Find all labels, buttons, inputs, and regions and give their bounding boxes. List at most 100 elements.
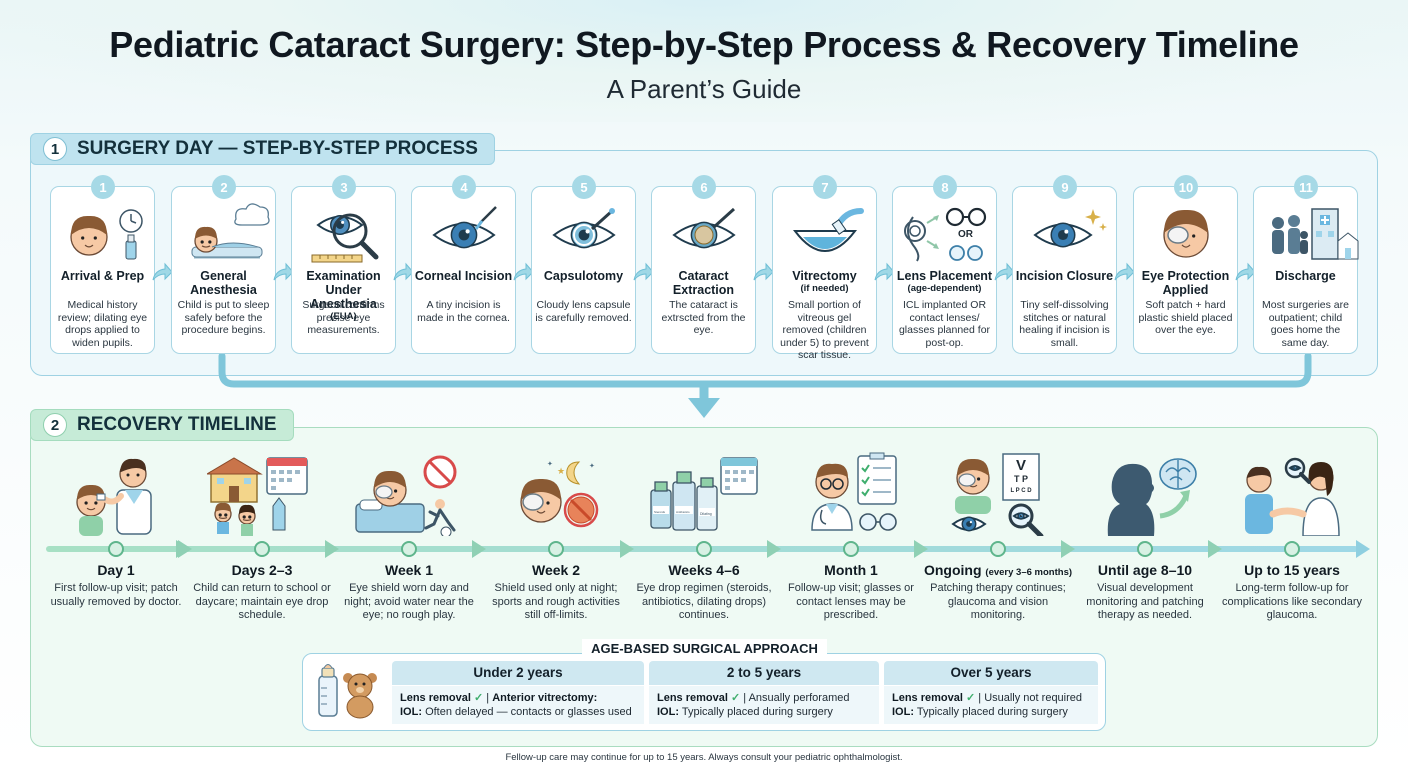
step-title-note: (EUA)	[330, 311, 357, 322]
age-line-1-text: Usually not required	[984, 692, 1083, 704]
timeline-arrow	[1208, 540, 1222, 558]
step-icon	[1272, 208, 1359, 260]
age-line-1: Lens removal ✓ | Usually not required	[892, 692, 1083, 704]
timeline-dot	[401, 541, 417, 557]
step-icon	[672, 207, 736, 249]
step-icon	[904, 207, 987, 262]
timeline-label: Up to 15 years	[1217, 562, 1367, 578]
age-line-1-text: Ansually perforamed	[748, 692, 850, 704]
step-description: Most surgeries are outpatient; child goe…	[1262, 299, 1349, 349]
step-title-text: Examination Under Anesthesia	[306, 269, 381, 311]
timeline-dot	[108, 541, 124, 557]
timeline-arrow	[620, 540, 634, 558]
step-icon	[311, 213, 379, 263]
step-card-5: 5 Capsulotomy Cloudy lens capsule is car…	[531, 175, 636, 354]
page-title: Pediatric Cataract Surgery: Step-by-Step…	[109, 24, 1299, 65]
timeline-arrow	[914, 540, 928, 558]
lens-removal-label: Lens removal	[400, 692, 471, 704]
step-arrow	[1114, 262, 1135, 281]
timeline-label: Days 2–3	[187, 562, 337, 578]
step-title-text: Discharge	[1275, 269, 1336, 283]
step-icon	[70, 209, 143, 260]
step-number: 4	[452, 175, 476, 199]
step-icon	[1033, 209, 1107, 248]
step-title: Arrival & Prep	[53, 269, 152, 283]
timeline-arrow	[176, 540, 190, 558]
step-title: Capsulotomy	[534, 269, 633, 283]
svg-text:✦: ✦	[547, 460, 553, 468]
step-number: 2	[212, 175, 236, 199]
step-title-text: Incision Closure	[1015, 269, 1114, 283]
age-column-body: Lens removal ✓ | Usually not required IO…	[884, 686, 1098, 724]
timeline-label-text: Week 2	[532, 562, 580, 578]
timeline-dot	[696, 541, 712, 557]
timeline-icon-9	[1245, 457, 1340, 536]
step-title: Lens Placement(age-dependent)	[895, 269, 994, 295]
bottle-label-steroids: Steroids	[654, 510, 666, 514]
bottle-label-dilating: Dilating	[700, 512, 712, 516]
timeline-description: Eye drop regimen (steroids, antibiotics,…	[636, 582, 772, 621]
timeline-icon-6	[811, 452, 897, 531]
step-title: Incision Closure	[1015, 269, 1114, 283]
page-subtitle: A Parent’s Guide	[606, 74, 802, 104]
age-line-2-text: Often delayed — contacts or glasses used	[425, 706, 632, 718]
section-tab-surgery-day: 1 SURGERY DAY — STEP-BY-STEP PROCESS	[30, 133, 495, 165]
step-title: Corneal Incision	[414, 269, 513, 283]
lens-removal-label: Lens removal	[657, 692, 728, 704]
timeline-arrow	[767, 540, 781, 558]
step-description: Medical history review; dilating eye dro…	[57, 299, 148, 349]
eye-chart-line-1: V	[1016, 457, 1026, 474]
step-title: Discharge	[1256, 269, 1355, 283]
step-title-text: Eye Protection Applied	[1141, 269, 1230, 297]
check-icon: ✓	[965, 692, 976, 704]
step-icon	[191, 203, 270, 259]
age-line-1-bold: Anterior vitrectomy:	[492, 692, 598, 704]
age-column-body: Lens removal ✓ | Ansually perforamed IOL…	[649, 686, 879, 724]
timeline-dot	[843, 541, 859, 557]
step-title-text: Vitrectomy	[792, 269, 857, 283]
age-line-1: Lens removal ✓ | Anterior vitrectomy:	[400, 692, 598, 704]
lens-or-label: OR	[958, 229, 973, 240]
check-icon: ✓	[473, 692, 484, 704]
timeline-icon-3	[355, 455, 457, 536]
step-title: Vitrectomy(if needed)	[775, 269, 874, 295]
timeline-arrow	[325, 540, 339, 558]
step-card-2: 2 General Anesthesia Child is put to sle…	[171, 175, 276, 354]
step-title: Eye Protection Applied	[1136, 269, 1235, 297]
timeline-icon-1	[76, 458, 152, 536]
step-icon	[432, 206, 497, 249]
timeline-label-text: Until age 8–10	[1097, 562, 1193, 578]
timeline-label-text: Month 1	[824, 562, 878, 578]
footer-note: Fellow-up care may continue for up to 15…	[505, 752, 903, 763]
timeline-description: Child can return to school or daycare; m…	[193, 582, 331, 621]
eye-chart-line-3: L P C D	[1010, 488, 1032, 494]
step-title-note: (age-dependent)	[907, 283, 982, 294]
step-title-text: Arrival & Prep	[60, 269, 145, 283]
step-title-text: Lens Placement	[896, 269, 993, 283]
step-number: 3	[332, 175, 356, 199]
iol-label: IOL:	[400, 706, 422, 718]
age-column-header: 2 to 5 years	[649, 661, 879, 685]
section-tab-recovery: 2 RECOVERY TIMELINE	[30, 409, 294, 441]
timeline-label: Week 1	[334, 562, 484, 578]
step-title: Cataract Extraction	[654, 269, 753, 297]
step-number: 7	[813, 175, 837, 199]
step-card-7: 7 Vitrectomy(if needed) Small portion of…	[772, 175, 877, 361]
step-title: Examination Under Anesthesia(EUA)	[294, 269, 393, 323]
timeline-arrow	[472, 540, 486, 558]
bottle-label-antibiotics: Antibiotics	[676, 510, 690, 514]
timeline-description: Eye shield worn day and night; avoid wat…	[344, 582, 474, 621]
iol-label: IOL:	[892, 706, 914, 718]
step-card-9: 9 Incision Closure Tiny self-dissolving …	[1012, 175, 1117, 354]
age-column-body: Lens removal ✓ | Anterior vitrectomy: IO…	[392, 686, 644, 724]
timeline-description: Follow-up visit; glasses or contact lens…	[788, 582, 914, 621]
step-description: Surgeon confirms precise eye measurement…	[302, 299, 385, 336]
timeline-dot	[254, 541, 270, 557]
section-number: 2	[43, 413, 67, 437]
page-header: Pediatric Cataract Surgery: Step-by-Step…	[0, 0, 1408, 122]
step-card-6: 6 Cataract Extraction The cataract is ex…	[651, 175, 756, 354]
step-card-1: 1 Arrival & Prep Medical history review;…	[50, 175, 155, 354]
section-number: 1	[43, 137, 67, 161]
step-icon	[792, 208, 864, 252]
timeline-dot	[990, 541, 1006, 557]
